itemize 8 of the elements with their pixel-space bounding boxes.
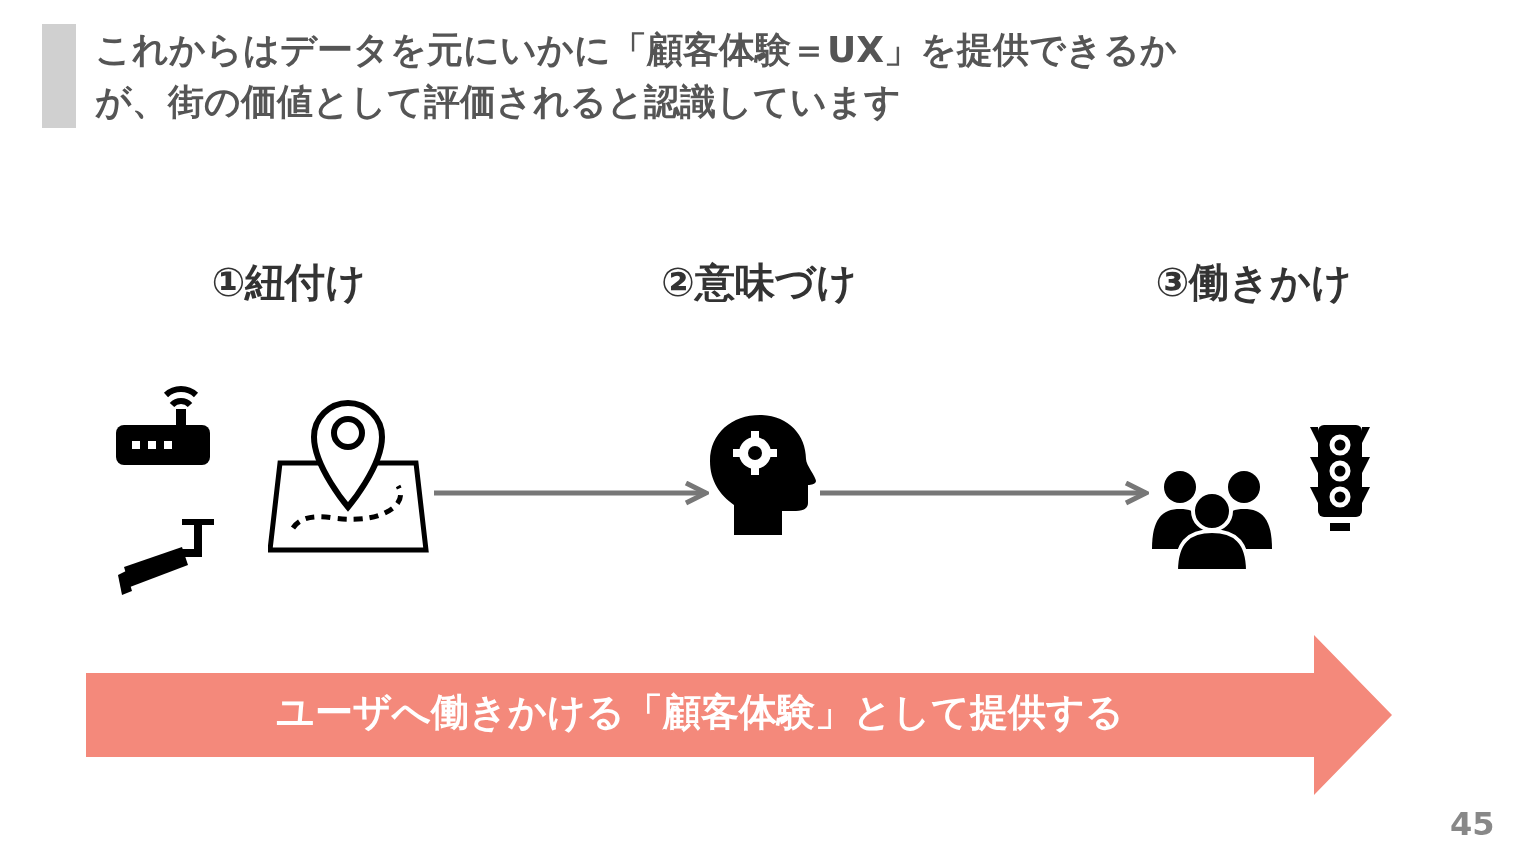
slide-title: これからはデータを元にいかに「顧客体験＝UX」を提供できるかが、街の価値として評価されると認識しています: [42, 24, 1225, 128]
arrow: [820, 480, 1149, 506]
step-heading: ②意味づけ: [660, 258, 858, 307]
arrow: [434, 480, 709, 506]
banner-text: ユーザへ働きかける「顧客体験」として提供する: [275, 689, 1125, 736]
step-heading: ③働きかけ: [1154, 258, 1354, 307]
step-heading: ①紐付け: [210, 258, 368, 307]
page-number: 45: [1450, 805, 1495, 843]
